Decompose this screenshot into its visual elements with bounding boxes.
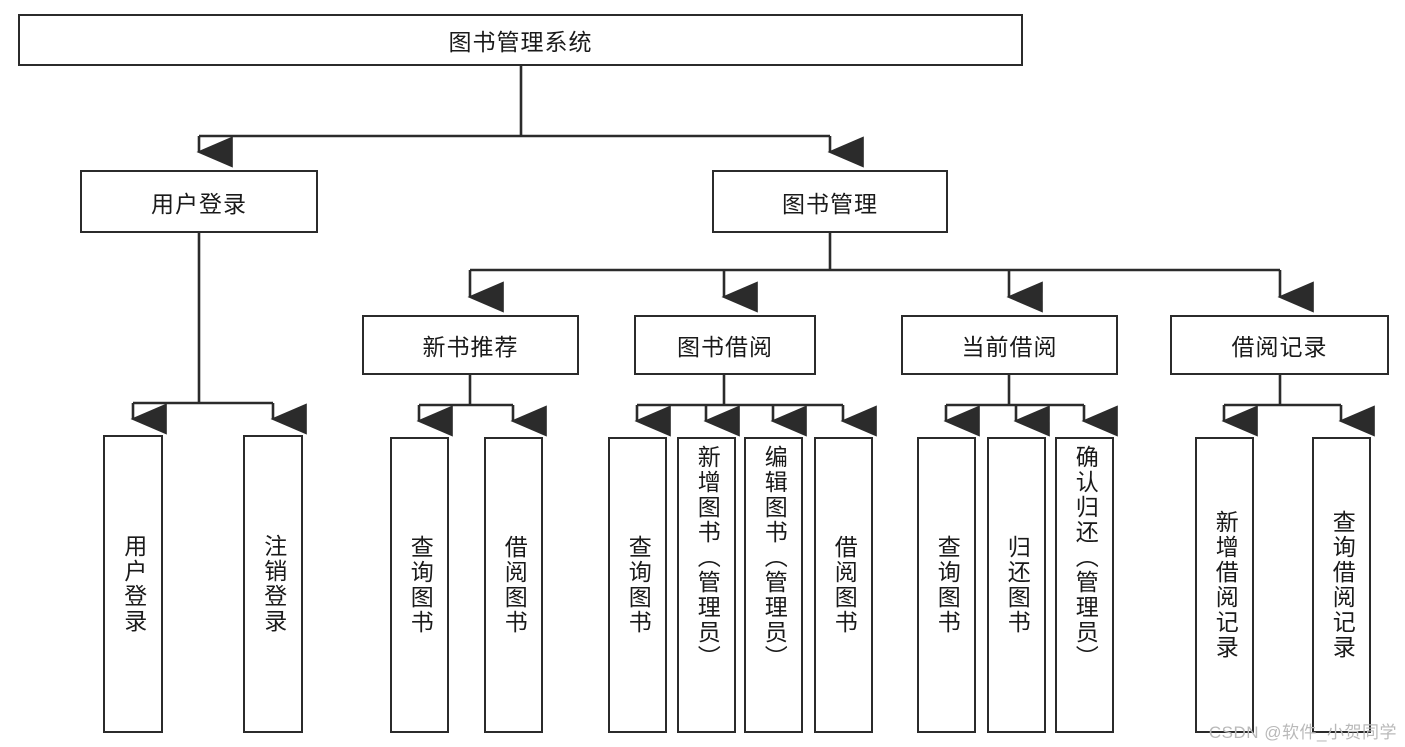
node-leaf-return-book[interactable]: 归还图书 [987,437,1046,733]
node-leaf-user-login-label: 用户登录 [120,534,147,634]
node-root[interactable]: 图书管理系统 [18,14,1023,66]
node-leaf-logout-login[interactable]: 注销登录 [243,435,303,733]
node-leaf-add-record-label: 新增借阅记录 [1212,510,1239,660]
watermark: CSDN @软件_小贺同学 [1208,723,1397,742]
node-leaf-edit-book[interactable]: 编辑图书（管理员） [744,437,803,733]
node-leaf-add-book[interactable]: 新增图书（管理员） [677,437,736,733]
node-book-manage-label: 图书管理 [782,190,878,217]
node-leaf-query-book-2-label: 查询图书 [625,535,652,635]
node-leaf-query-record-label: 查询借阅记录 [1329,510,1356,660]
node-leaf-confirm-return-label: 确认归还（管理员） [1072,445,1099,670]
node-new-book-rec-label: 新书推荐 [422,334,519,360]
node-leaf-borrow-book-1[interactable]: 借阅图书 [484,437,543,733]
node-borrow-record[interactable]: 借阅记录 [1170,315,1389,375]
node-leaf-query-book-1[interactable]: 查询图书 [390,437,449,733]
node-leaf-add-record[interactable]: 新增借阅记录 [1195,437,1254,733]
node-leaf-borrow-book-1-label: 借阅图书 [501,535,528,635]
node-leaf-query-book-3[interactable]: 查询图书 [917,437,976,733]
node-user-login-label: 用户登录 [151,190,247,217]
node-book-manage[interactable]: 图书管理 [712,170,948,233]
node-leaf-query-record[interactable]: 查询借阅记录 [1312,437,1371,733]
node-leaf-borrow-book-2-label: 借阅图书 [831,535,858,635]
node-new-book-rec[interactable]: 新书推荐 [362,315,579,375]
node-leaf-borrow-book-2[interactable]: 借阅图书 [814,437,873,733]
node-leaf-query-book-2[interactable]: 查询图书 [608,437,667,733]
node-leaf-add-book-label: 新增图书（管理员） [694,445,721,670]
node-borrow-record-label: 借阅记录 [1231,334,1328,360]
node-leaf-query-book-1-label: 查询图书 [407,535,434,635]
node-user-login[interactable]: 用户登录 [80,170,318,233]
node-leaf-edit-book-label: 编辑图书（管理员） [761,445,788,670]
node-leaf-user-login[interactable]: 用户登录 [103,435,163,733]
node-current-borrow[interactable]: 当前借阅 [901,315,1118,375]
node-leaf-logout-login-label: 注销登录 [260,534,287,634]
node-leaf-return-book-label: 归还图书 [1004,535,1031,635]
node-book-borrow-label: 图书借阅 [677,334,773,360]
node-current-borrow-label: 当前借阅 [961,334,1058,360]
node-leaf-confirm-return[interactable]: 确认归还（管理员） [1055,437,1114,733]
node-root-label: 图书管理系统 [448,29,593,55]
node-leaf-query-book-3-label: 查询图书 [934,535,961,635]
node-book-borrow[interactable]: 图书借阅 [634,315,816,375]
